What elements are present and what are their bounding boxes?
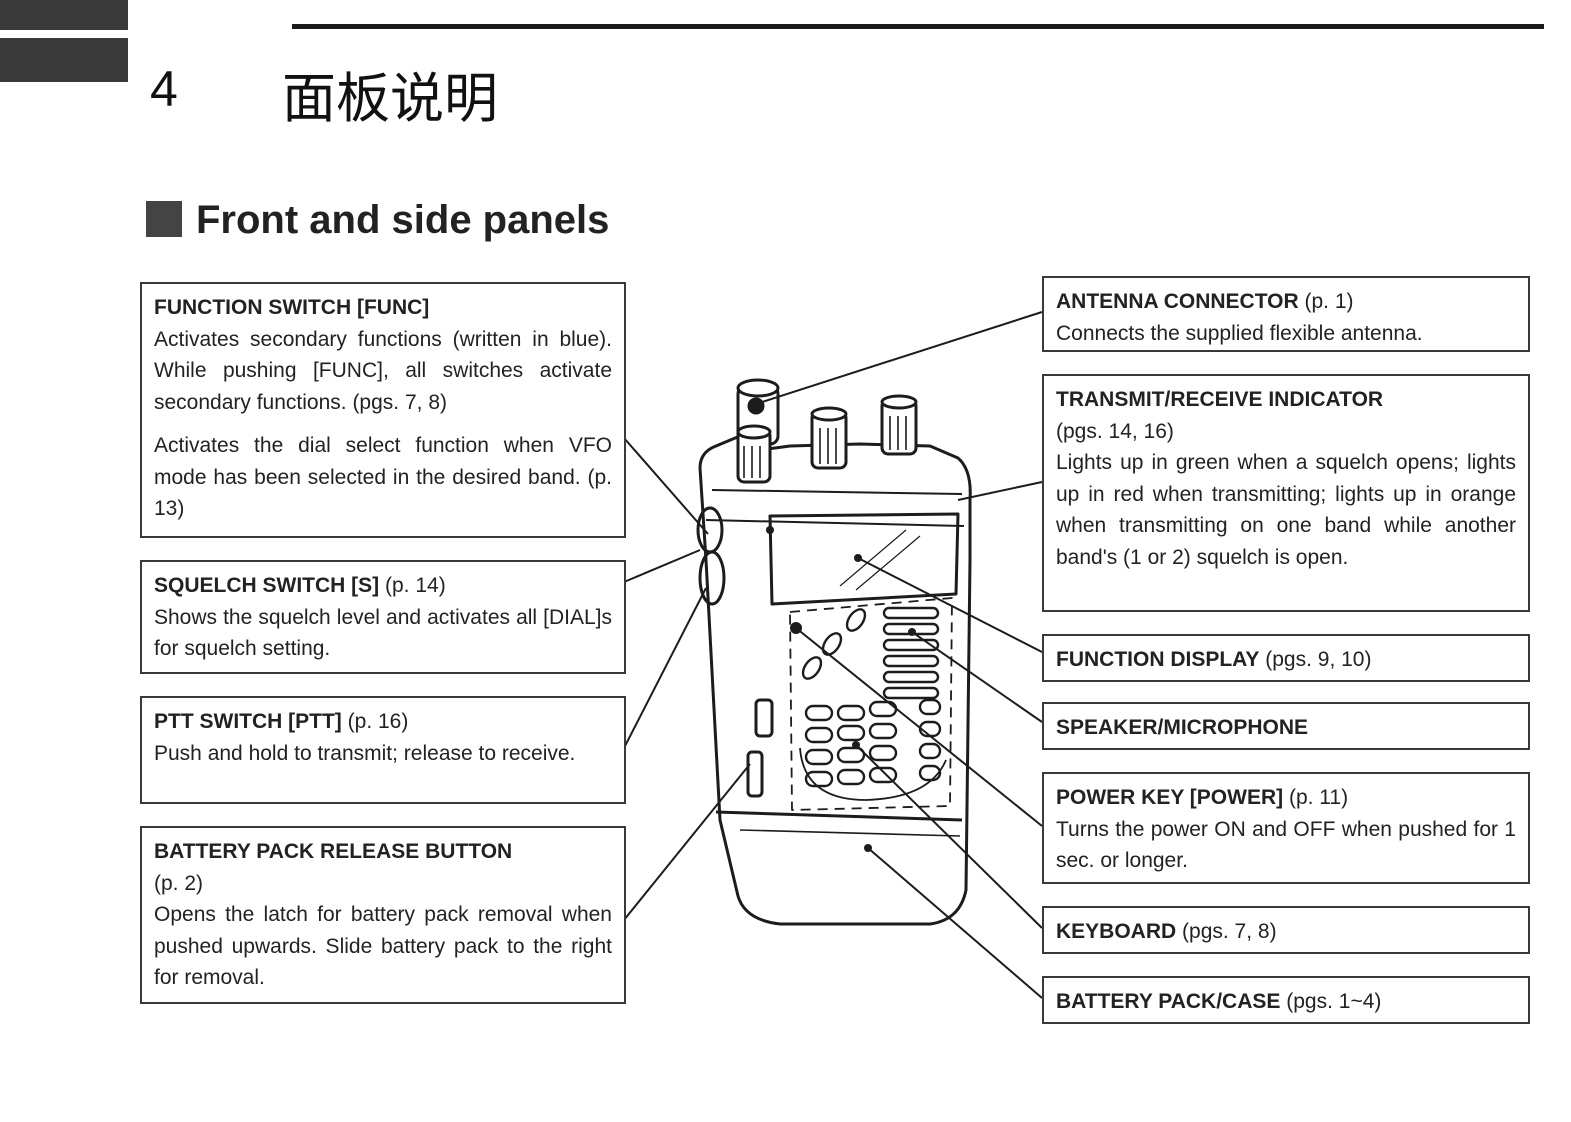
section-marker-square bbox=[146, 201, 182, 237]
callout-heading: FUNCTION DISPLAY bbox=[1056, 648, 1260, 671]
callout-body: Connects the supplied flexible antenna. bbox=[1056, 321, 1423, 345]
callout-heading: BATTERY PACK RELEASE BUTTON bbox=[154, 840, 513, 863]
callout-heading: BATTERY PACK/CASE bbox=[1056, 990, 1281, 1013]
callout-body-2: Activates the dial select function when … bbox=[154, 434, 612, 520]
callout-page-ref: (pgs. 9, 10) bbox=[1259, 648, 1372, 671]
callout-page-ref: (pgs. 14, 16) bbox=[1056, 419, 1174, 443]
callout-squelch-switch: SQUELCH SWITCH [S] (p. 14) Shows the squ… bbox=[140, 560, 626, 674]
callout-ptt-switch: PTT SWITCH [PTT] (p. 16) Push and hold t… bbox=[140, 696, 626, 804]
chapter-number: 4 bbox=[150, 61, 178, 117]
callout-body: Opens the latch for battery pack removal… bbox=[154, 903, 612, 989]
section-heading: Front and side panels bbox=[146, 198, 609, 243]
battery-divider bbox=[715, 810, 963, 822]
radio-body-outline bbox=[698, 434, 972, 926]
callout-tx-rx-indicator: TRANSMIT/RECEIVE INDICATOR (pgs. 14, 16)… bbox=[1042, 374, 1530, 612]
callout-page-ref: (p. 14) bbox=[379, 574, 446, 597]
callout-battery-pack-case: BATTERY PACK/CASE (pgs. 1~4) bbox=[1042, 976, 1530, 1024]
function-display-window bbox=[768, 512, 960, 606]
callout-heading: FUNCTION SWITCH [FUNC] bbox=[154, 296, 430, 319]
callout-heading: SQUELCH SWITCH [S] bbox=[154, 574, 380, 597]
page-edge-tab bbox=[0, 0, 128, 30]
tx-rx-indicator bbox=[766, 526, 774, 534]
keyboard bbox=[799, 698, 947, 801]
callout-power-key: POWER KEY [POWER] (p. 11) Turns the powe… bbox=[1042, 772, 1530, 884]
callout-page-ref: (pgs. 7, 8) bbox=[1176, 920, 1277, 943]
callout-speaker-microphone: SPEAKER/MICROPHONE bbox=[1042, 702, 1530, 750]
callout-heading: PTT SWITCH [PTT] bbox=[154, 710, 342, 733]
callout-heading: ANTENNA CONNECTOR bbox=[1056, 290, 1299, 313]
callout-heading: POWER KEY [POWER] bbox=[1056, 786, 1284, 809]
callout-page-ref: (p. 16) bbox=[341, 710, 409, 733]
page-edge-tab bbox=[0, 38, 128, 82]
callout-battery-release-button: BATTERY PACK RELEASE BUTTON (p. 2) Opens… bbox=[140, 826, 626, 1004]
callout-body: Activates secondary functions (written i… bbox=[154, 327, 612, 414]
callout-heading: KEYBOARD bbox=[1056, 920, 1177, 943]
callout-body: Lights up in green when a squelch opens;… bbox=[1056, 451, 1516, 569]
callout-function-display: FUNCTION DISPLAY (pgs. 9, 10) bbox=[1042, 634, 1530, 682]
header-rule bbox=[292, 24, 1544, 29]
callout-page-ref: (p. 2) bbox=[154, 871, 204, 895]
chapter-title: 面板说明 bbox=[282, 67, 498, 130]
callout-page-ref: (p. 11) bbox=[1283, 786, 1349, 809]
callout-page-ref: (p. 1) bbox=[1298, 290, 1354, 313]
leader-lines bbox=[623, 311, 1043, 999]
section-title: Front and side panels bbox=[196, 198, 610, 242]
callout-heading: TRANSMIT/RECEIVE INDICATOR bbox=[1056, 388, 1384, 411]
callout-body: Push and hold to transmit; release to re… bbox=[154, 741, 576, 765]
callout-body: Shows the squelch level and activates al… bbox=[154, 605, 612, 661]
callout-keyboard: KEYBOARD (pgs. 7, 8) bbox=[1042, 906, 1530, 954]
callout-page-ref: (pgs. 1~4) bbox=[1280, 990, 1382, 1013]
speaker-grille bbox=[882, 606, 940, 700]
callout-antenna-connector: ANTENNA CONNECTOR (p. 1) Connects the su… bbox=[1042, 276, 1530, 352]
callout-heading: SPEAKER/MICROPHONE bbox=[1056, 716, 1309, 739]
callout-body: Turns the power ON and OFF when pushed f… bbox=[1056, 817, 1516, 873]
callout-function-switch: FUNCTION SWITCH [FUNC] Activates seconda… bbox=[140, 282, 626, 538]
